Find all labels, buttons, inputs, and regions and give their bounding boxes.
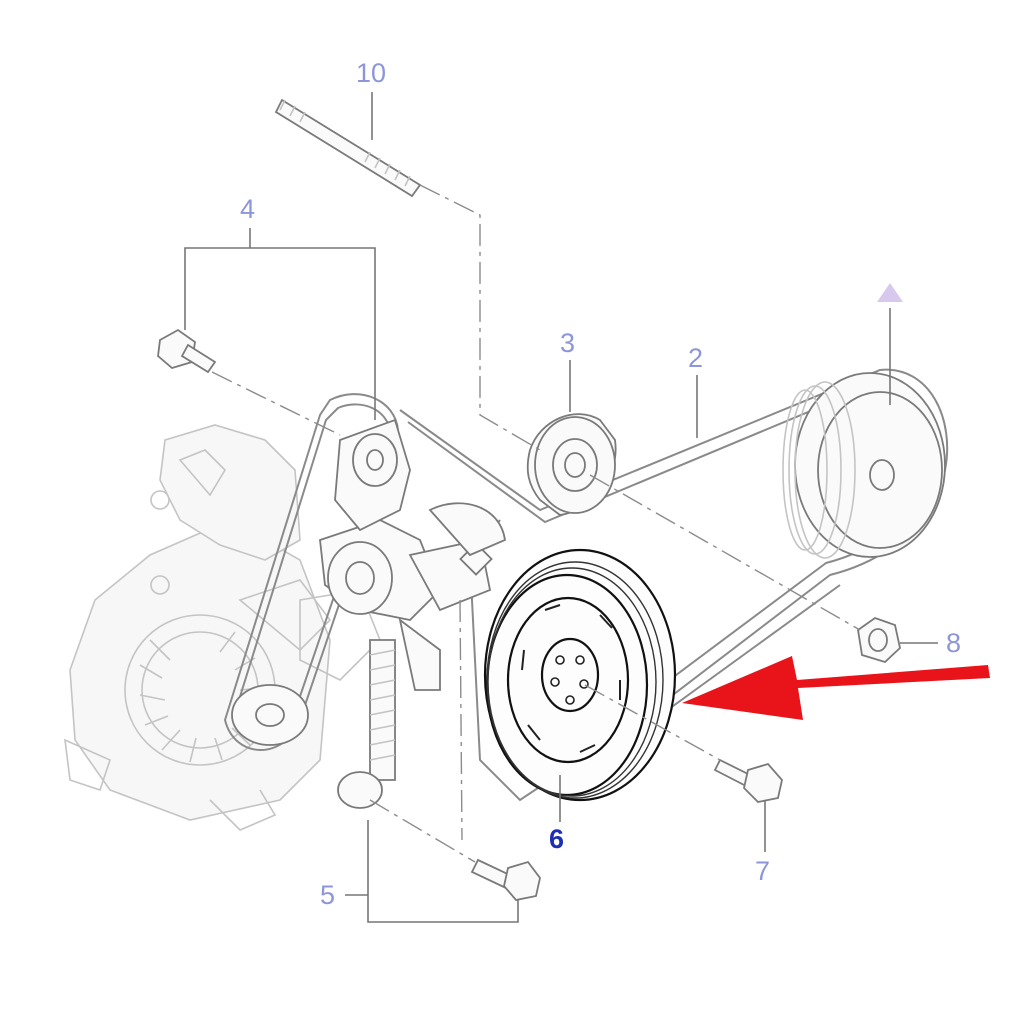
upper-idler-bracket (334, 418, 411, 532)
bolt-4 (157, 328, 217, 374)
alternator-pulley (231, 684, 309, 746)
idler-pulley-3 (526, 413, 617, 516)
bolt-5 (470, 858, 541, 901)
tensioner-assembly (319, 502, 506, 809)
callout-2[interactable]: 2 (688, 343, 704, 373)
callout-7[interactable]: 7 (755, 856, 771, 886)
leader-lines (184, 92, 938, 923)
callout-8[interactable]: 8 (946, 628, 962, 658)
stud-10 (274, 98, 422, 198)
callout-5[interactable]: 5 (320, 880, 336, 910)
alignment-lines (211, 184, 861, 863)
red-arrow-icon (682, 656, 990, 720)
crankshaft-pulley-6[interactable] (483, 548, 677, 802)
callout-4[interactable]: 4 (240, 194, 256, 224)
callout-10[interactable]: 10 (356, 58, 387, 88)
nut-8 (857, 616, 901, 664)
callout-6[interactable]: 6 (549, 824, 565, 854)
bolt-7 (713, 758, 783, 803)
triangle-icon (877, 283, 903, 302)
housing-ghost (159, 424, 381, 681)
water-pump-pulley (782, 372, 946, 559)
callout-3[interactable]: 3 (560, 328, 576, 358)
